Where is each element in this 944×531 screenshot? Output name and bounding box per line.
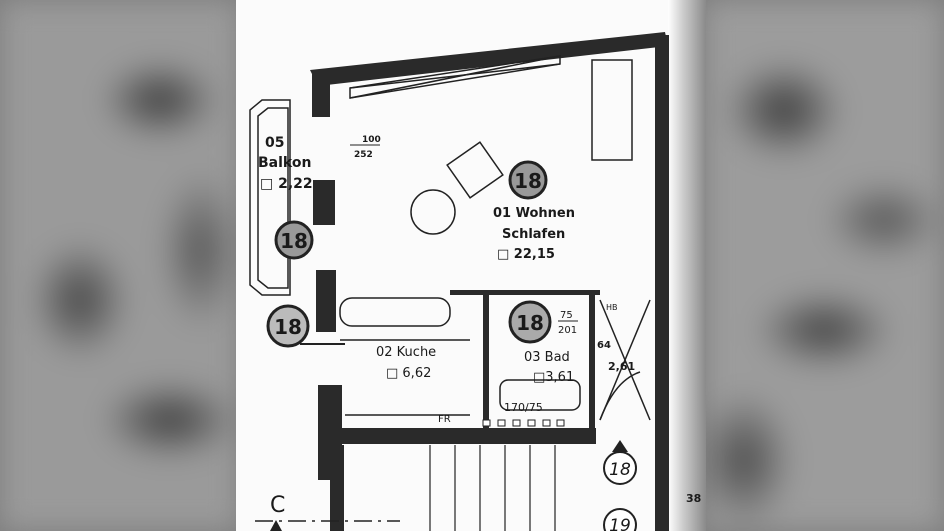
balkon-name: Balkon [258, 155, 311, 171]
door-dim-bottom: 252 [354, 150, 373, 160]
marker-18-hall: 18 [603, 440, 637, 485]
paper-shadow [668, 0, 706, 531]
hall-dim: 64 [597, 340, 611, 351]
balkon-number: 05 [265, 135, 284, 151]
svg-text:18: 18 [514, 169, 542, 193]
fixtures [249, 55, 651, 531]
svg-text:18: 18 [609, 460, 631, 480]
tub-size: 170/75 [504, 401, 543, 414]
vent-holes [482, 419, 565, 427]
bad-area: □3,61 [533, 370, 574, 385]
door-dim-top: 100 [362, 135, 381, 145]
wohnen-name: 01 Wohnen [493, 206, 575, 221]
balkon-area: □ 2,22 [260, 176, 313, 192]
walls [310, 32, 669, 531]
hb-label: HB [606, 303, 618, 312]
section-label: C [270, 493, 285, 518]
marker-18-bad: 18 [508, 300, 552, 344]
bad-door-bottom: 201 [558, 325, 577, 336]
marker-18-balkon: 18 [274, 220, 314, 260]
wohnen-name2: Schlafen [502, 227, 565, 242]
kuche-name: 02 Kuche [376, 345, 436, 360]
wohnen-area: □ 22,15 [497, 247, 555, 262]
kuche-area: □ 6,62 [386, 366, 431, 381]
svg-text:19: 19 [609, 516, 631, 531]
svg-text:18: 18 [516, 311, 544, 335]
blurred-background-left [0, 0, 240, 531]
bad-name: 03 Bad [524, 350, 570, 365]
hall-area: 2,61 [608, 360, 635, 373]
svg-text:18: 18 [274, 315, 302, 339]
bad-door-top: 75 [560, 310, 573, 321]
marker-18-wohnen: 18 [508, 160, 548, 200]
dimension-38: 38 [686, 492, 701, 505]
marker-18-kuche: 18 [266, 304, 345, 348]
svg-text:18: 18 [280, 229, 308, 253]
marker-19: 19 [603, 508, 637, 531]
paper [236, 0, 706, 531]
blurred-background-right [704, 0, 944, 531]
fr-label: FR [438, 414, 451, 425]
